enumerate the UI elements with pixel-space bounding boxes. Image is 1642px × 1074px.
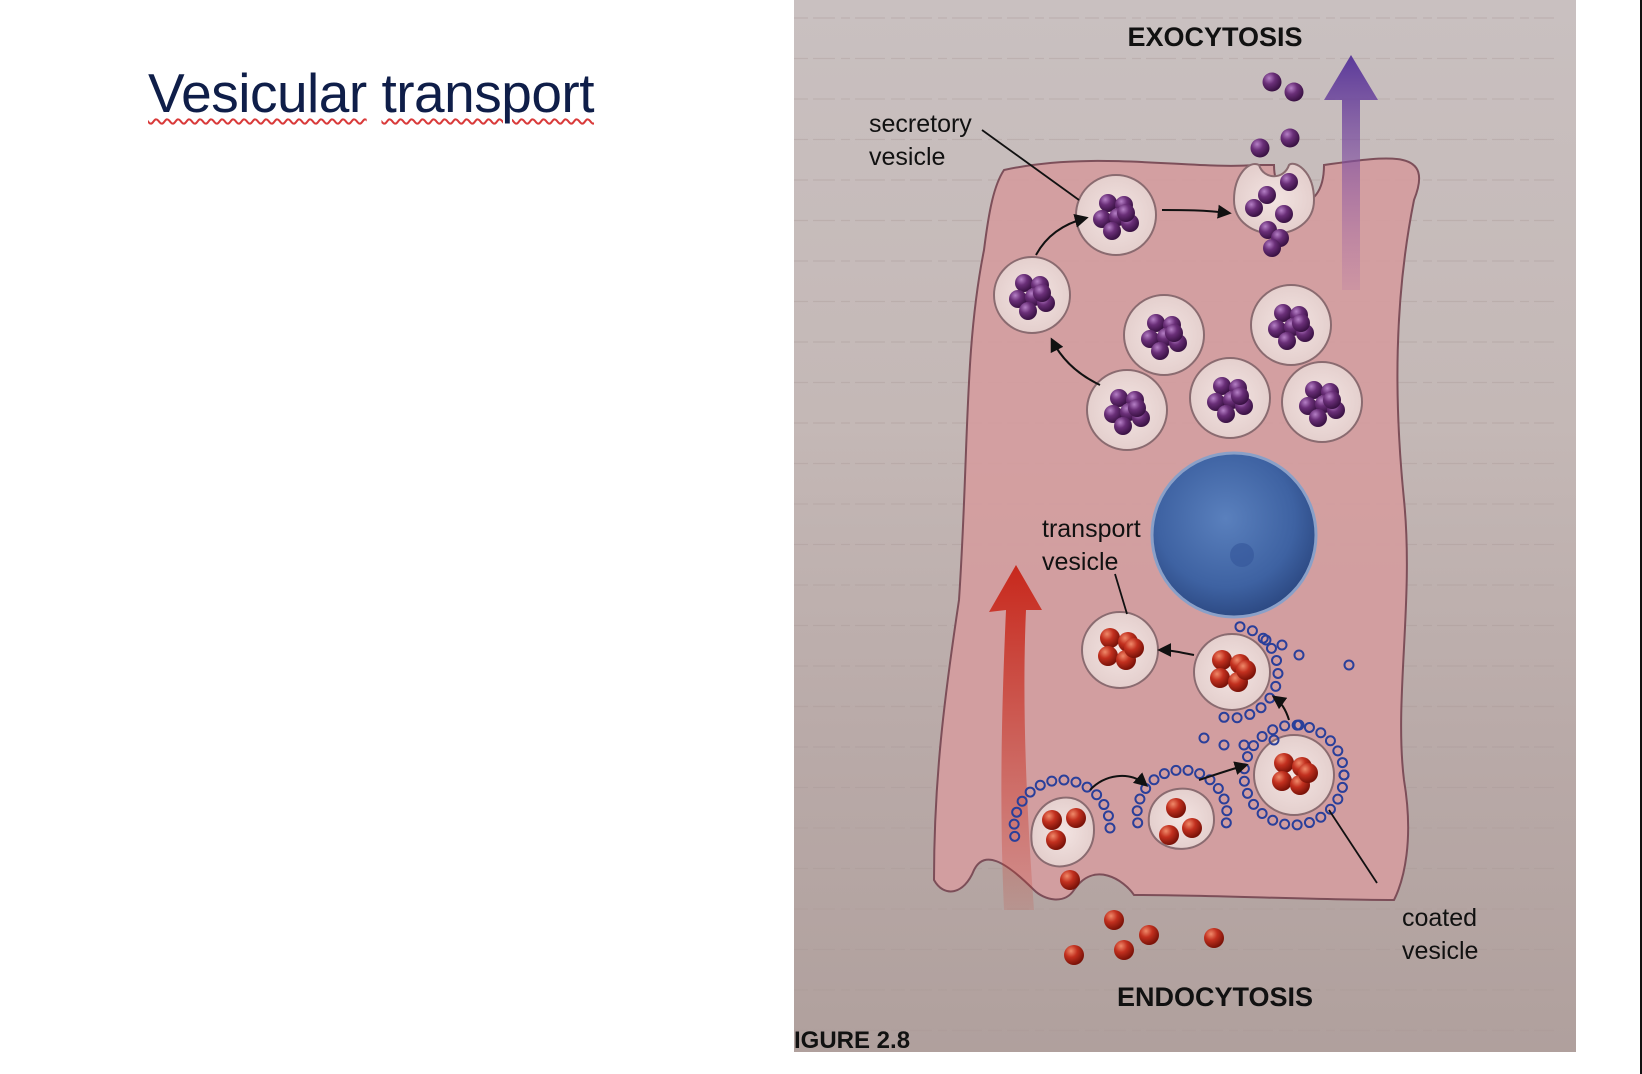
endocytosis-arrow [989, 565, 1042, 910]
figure-diagram: EXOCYTOSIS secretory vesicle transport v… [794, 17, 1554, 1052]
textbook-figure-photo: EXOCYTOSIS secretory vesicle transport v… [794, 0, 1576, 1052]
slide-title: Vesicular transport [148, 60, 594, 126]
title-word-transport: transport [381, 62, 594, 124]
clathrin-coat [1008, 621, 1355, 842]
coated-vesicle-label-line2: vesicle [1402, 937, 1478, 965]
coated-vesicle-label-line1: coated [1402, 904, 1477, 932]
figure-caption-fragment: IGURE 2.8 [794, 1027, 910, 1052]
endocytic-particles [1042, 628, 1318, 965]
slide-edge-divider [1640, 0, 1642, 1074]
transport-vesicle-label-line2: vesicle [1042, 548, 1118, 576]
transport-vesicle-label-line1: transport [1042, 515, 1141, 543]
label-pointers [981, 129, 1378, 884]
exocytosis-arrow [1324, 55, 1378, 290]
secretory-vesicle-label-line2: vesicle [869, 143, 945, 171]
secretory-vesicle-label-line1: secretory [869, 110, 972, 138]
nucleus [1150, 451, 1318, 619]
title-word-vesicular: Vesicular [148, 62, 367, 124]
exocytosis-label: EXOCYTOSIS [1127, 22, 1302, 52]
endocytosis-label: ENDOCYTOSIS [1117, 982, 1313, 1012]
pathway-arrows [1035, 204, 1290, 791]
secretory-granules [1009, 72, 1345, 435]
